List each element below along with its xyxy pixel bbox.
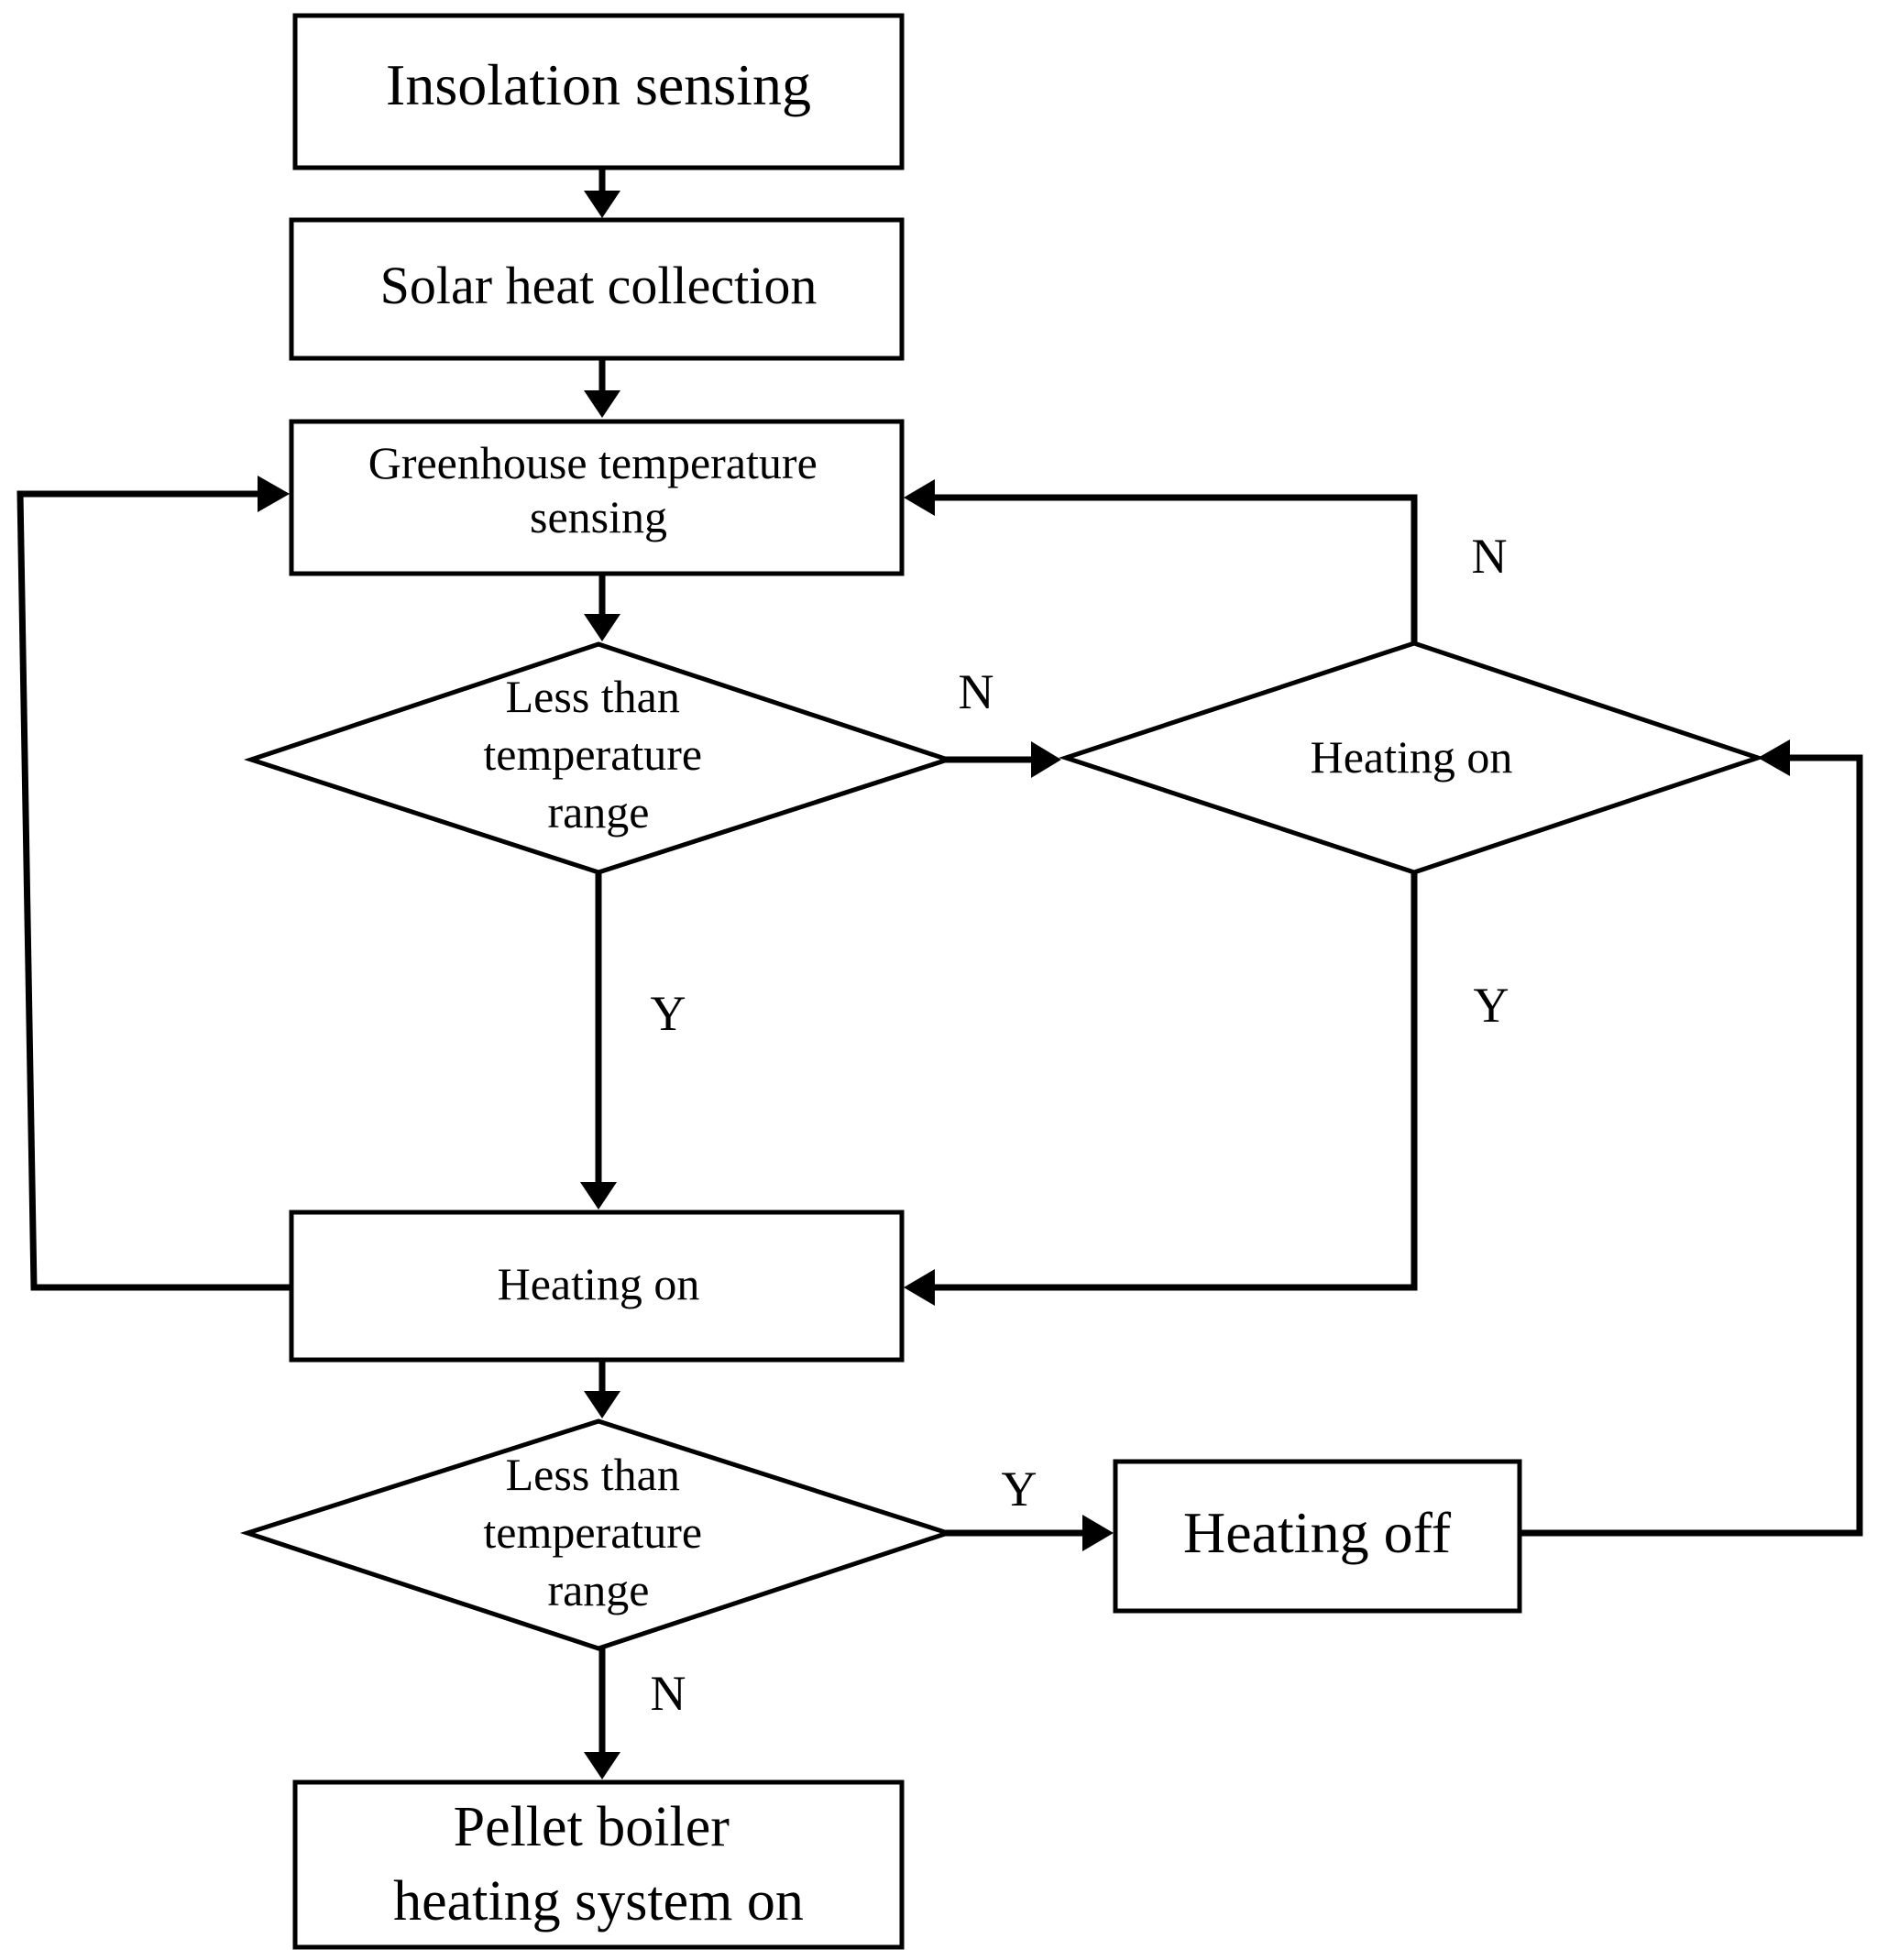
arrowhead-down-icon [584, 1752, 620, 1779]
arrowhead-right-icon [1031, 741, 1061, 778]
node-greenhouse-temperature-sensing: Greenhouse temperature sensing [289, 419, 905, 576]
decision-diamond [239, 1418, 956, 1651]
decision-label-line: range [547, 786, 649, 838]
node-insolation-sensing: Insolation sensing [292, 13, 905, 170]
process-box [292, 1779, 905, 1950]
node-label-line: Greenhouse temperature [368, 437, 818, 488]
arrowhead-right-icon [1082, 1515, 1114, 1551]
node-pellet-boiler: Pellet boiler heating system on [292, 1779, 905, 1950]
connectors [16, 164, 1863, 1779]
arrowhead-down-icon [584, 191, 620, 218]
arrowhead-left-icon [1758, 739, 1790, 776]
node-label: Solar heat collection [380, 256, 818, 315]
process-box [289, 419, 905, 576]
branch-label-no: N [1472, 529, 1508, 584]
decision-less-than-range-1: Less than temperature range [243, 641, 956, 875]
branch-labels: N Y N Y Y N [651, 529, 1509, 1721]
branch-label-yes: Y [651, 986, 686, 1041]
process-box [1113, 1459, 1522, 1614]
decision-label-line: temperature [483, 728, 702, 780]
branch-label-no: N [651, 1666, 686, 1721]
process-box [289, 1210, 905, 1363]
node-heating-off: Heating off [1113, 1459, 1522, 1614]
decision-label-line: Heating on [1311, 731, 1513, 783]
decision-label-line: Less than [506, 1449, 680, 1500]
node-label: Heating off [1183, 1500, 1452, 1565]
process-box [292, 13, 905, 170]
decision-less-than-range-2: Less than temperature range [239, 1418, 956, 1651]
branch-label-yes: Y [1474, 978, 1509, 1033]
node-label-line: Heating on [498, 1258, 700, 1309]
arrowhead-down-icon [584, 614, 620, 641]
node-label-line: Solar heat collection [380, 256, 818, 315]
decision-label: Less than temperature range [483, 671, 713, 838]
arrowhead-down-icon [584, 390, 620, 418]
branch-label-no: N [959, 664, 994, 719]
node-label: Greenhouse temperature sensing [368, 437, 829, 542]
arrow-decision2-no-to-greenhouse [929, 494, 1418, 647]
node-solar-heat-collection: Solar heat collection [289, 217, 905, 361]
decision-diamond [1058, 641, 1765, 875]
node-label: Insolation sensing [386, 52, 811, 117]
decision-label-line: temperature [483, 1506, 702, 1558]
decision-label: Less than temperature range [483, 1449, 713, 1615]
arrowhead-left-icon [904, 1269, 935, 1306]
decision-heating-on: Heating on [1058, 641, 1765, 875]
process-box [289, 217, 905, 361]
node-label-line: Pellet boiler [454, 1796, 730, 1858]
decision-label-line: range [547, 1564, 649, 1615]
arrowhead-down-icon [580, 1182, 617, 1210]
node-label: Heating on [498, 1258, 700, 1309]
node-label-line: Insolation sensing [386, 52, 811, 117]
node-label: Pellet boiler heating system on [393, 1796, 804, 1933]
node-label-line: heating system on [393, 1870, 804, 1933]
decision-label: Heating on [1311, 731, 1513, 783]
node-heating-on: Heating on [289, 1210, 905, 1363]
arrowhead-down-icon [584, 1391, 620, 1418]
node-label-line: Heating off [1183, 1500, 1452, 1565]
arrowhead-right-icon [258, 476, 290, 512]
branch-label-yes: Y [1002, 1462, 1037, 1517]
node-label-line: sensing [530, 491, 667, 542]
arrow-heating-to-greenhouse-loop [16, 490, 295, 1291]
arrow-decision2-yes-to-heating [929, 869, 1418, 1291]
arrow-heating-off-to-decision2 [1516, 754, 1863, 1537]
decision-diamond [243, 641, 956, 875]
arrowhead-left-icon [904, 479, 935, 516]
decision-label-line: Less than [506, 671, 680, 722]
